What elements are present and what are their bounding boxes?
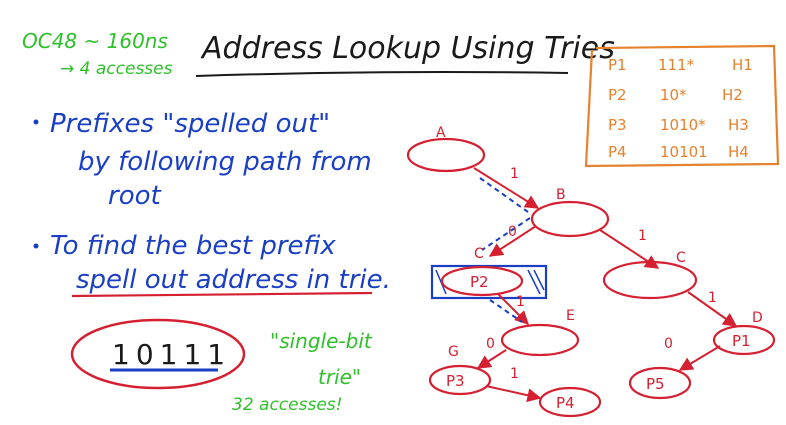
table-bits: 10101 <box>660 143 708 161</box>
highlight-box-p2 <box>430 264 548 300</box>
edge-label-bc-right: 1 <box>638 228 647 244</box>
edge-p2-e-trace <box>489 299 523 323</box>
table-prefix: P3 <box>608 116 627 134</box>
bullet1-line1: Prefixes "spelled out" <box>50 109 330 139</box>
edge-e-p3 <box>476 349 507 369</box>
table-row: P2 10* H2 <box>608 86 743 104</box>
bullet-dot <box>33 243 39 249</box>
node-label-d: D <box>752 310 763 326</box>
table-hop: H2 <box>722 86 743 104</box>
table-bits: 111* <box>658 56 695 74</box>
bullet2-line2: spell out address in trie. <box>76 265 391 295</box>
bullet1-line3: root <box>108 181 162 211</box>
node-c <box>602 260 698 300</box>
node-label-g: G <box>448 344 459 360</box>
table-row: P4 10101 H4 <box>608 143 749 161</box>
trie-diagram: A B 1 0 C P2 1 C 1 P1 D 0 <box>406 125 776 418</box>
edge-a-b <box>473 167 540 209</box>
edge-label-p2e: 1 <box>516 294 525 310</box>
node-label-p1: P1 <box>732 332 751 350</box>
edge-d-p5 <box>678 345 721 371</box>
table-bits: 10* <box>660 86 687 104</box>
table-prefix: P2 <box>608 86 627 104</box>
title-underline <box>195 71 569 77</box>
node-label-p5: P5 <box>646 375 665 393</box>
edge-label-dp5: 0 <box>664 336 673 352</box>
page-title: Address Lookup Using Tries <box>200 31 615 66</box>
bullet2-underline <box>71 291 373 298</box>
node-label-p4: P4 <box>556 394 575 412</box>
node-label-c: C <box>676 250 686 266</box>
node-p5 <box>628 366 692 400</box>
prefix-table: P1 111* H1 P2 10* H2 P3 1010* H3 P4 1010… <box>584 44 780 168</box>
edge-b-p2 <box>488 225 537 257</box>
edge-p2-e <box>497 293 529 325</box>
edge-p3-p4 <box>485 385 542 403</box>
node-label-e: E <box>566 308 575 324</box>
node-p4 <box>538 386 602 418</box>
edge-label-cd: 1 <box>708 290 717 306</box>
table-row: P3 1010* H3 <box>608 116 749 134</box>
table-prefix: P1 <box>608 56 627 74</box>
node-label-a: A <box>436 125 446 141</box>
node-p2 <box>440 265 524 297</box>
node-label-b: B <box>556 187 566 203</box>
bullet-dot <box>33 119 39 125</box>
table-hop: H3 <box>728 116 749 134</box>
table-bits: 1010* <box>660 116 706 134</box>
edge-c-d <box>687 291 738 327</box>
node-label-p2: P2 <box>470 273 489 291</box>
edge-label-eg: 0 <box>486 336 495 352</box>
node-b <box>530 200 610 238</box>
edge-label-bc-left: 0 <box>508 224 517 240</box>
node-label-c-left: C <box>474 246 484 262</box>
node-label-p3: P3 <box>446 372 465 390</box>
table-prefix: P4 <box>608 143 627 161</box>
edge-a-b-trace <box>479 177 529 213</box>
node-p3 <box>428 364 492 396</box>
edge-label-p3p4: 1 <box>510 366 519 382</box>
trie-accesses: 32 accesses! <box>232 395 342 415</box>
edge-label-ab: 1 <box>510 166 519 182</box>
node-p1 <box>712 324 776 356</box>
edge-b-p2-trace <box>481 217 531 251</box>
bullet1-line2: by following path from <box>78 147 372 177</box>
table-row: P1 111* H1 <box>608 56 753 74</box>
address-value: 10111 <box>112 338 231 371</box>
table-hop: H4 <box>728 143 749 161</box>
table-hop: H1 <box>732 56 753 74</box>
accesses-note: → 4 accesses <box>60 59 173 79</box>
node-root-a <box>406 137 486 173</box>
trie-note-2: trie" <box>318 365 361 389</box>
node-e <box>500 323 580 357</box>
address-ellipse <box>70 318 246 390</box>
trie-note-1: "single-bit <box>270 329 373 353</box>
speed-note: OC48 ~ 160ns <box>22 29 168 53</box>
bullet2-line1: To find the best prefix <box>50 231 336 261</box>
